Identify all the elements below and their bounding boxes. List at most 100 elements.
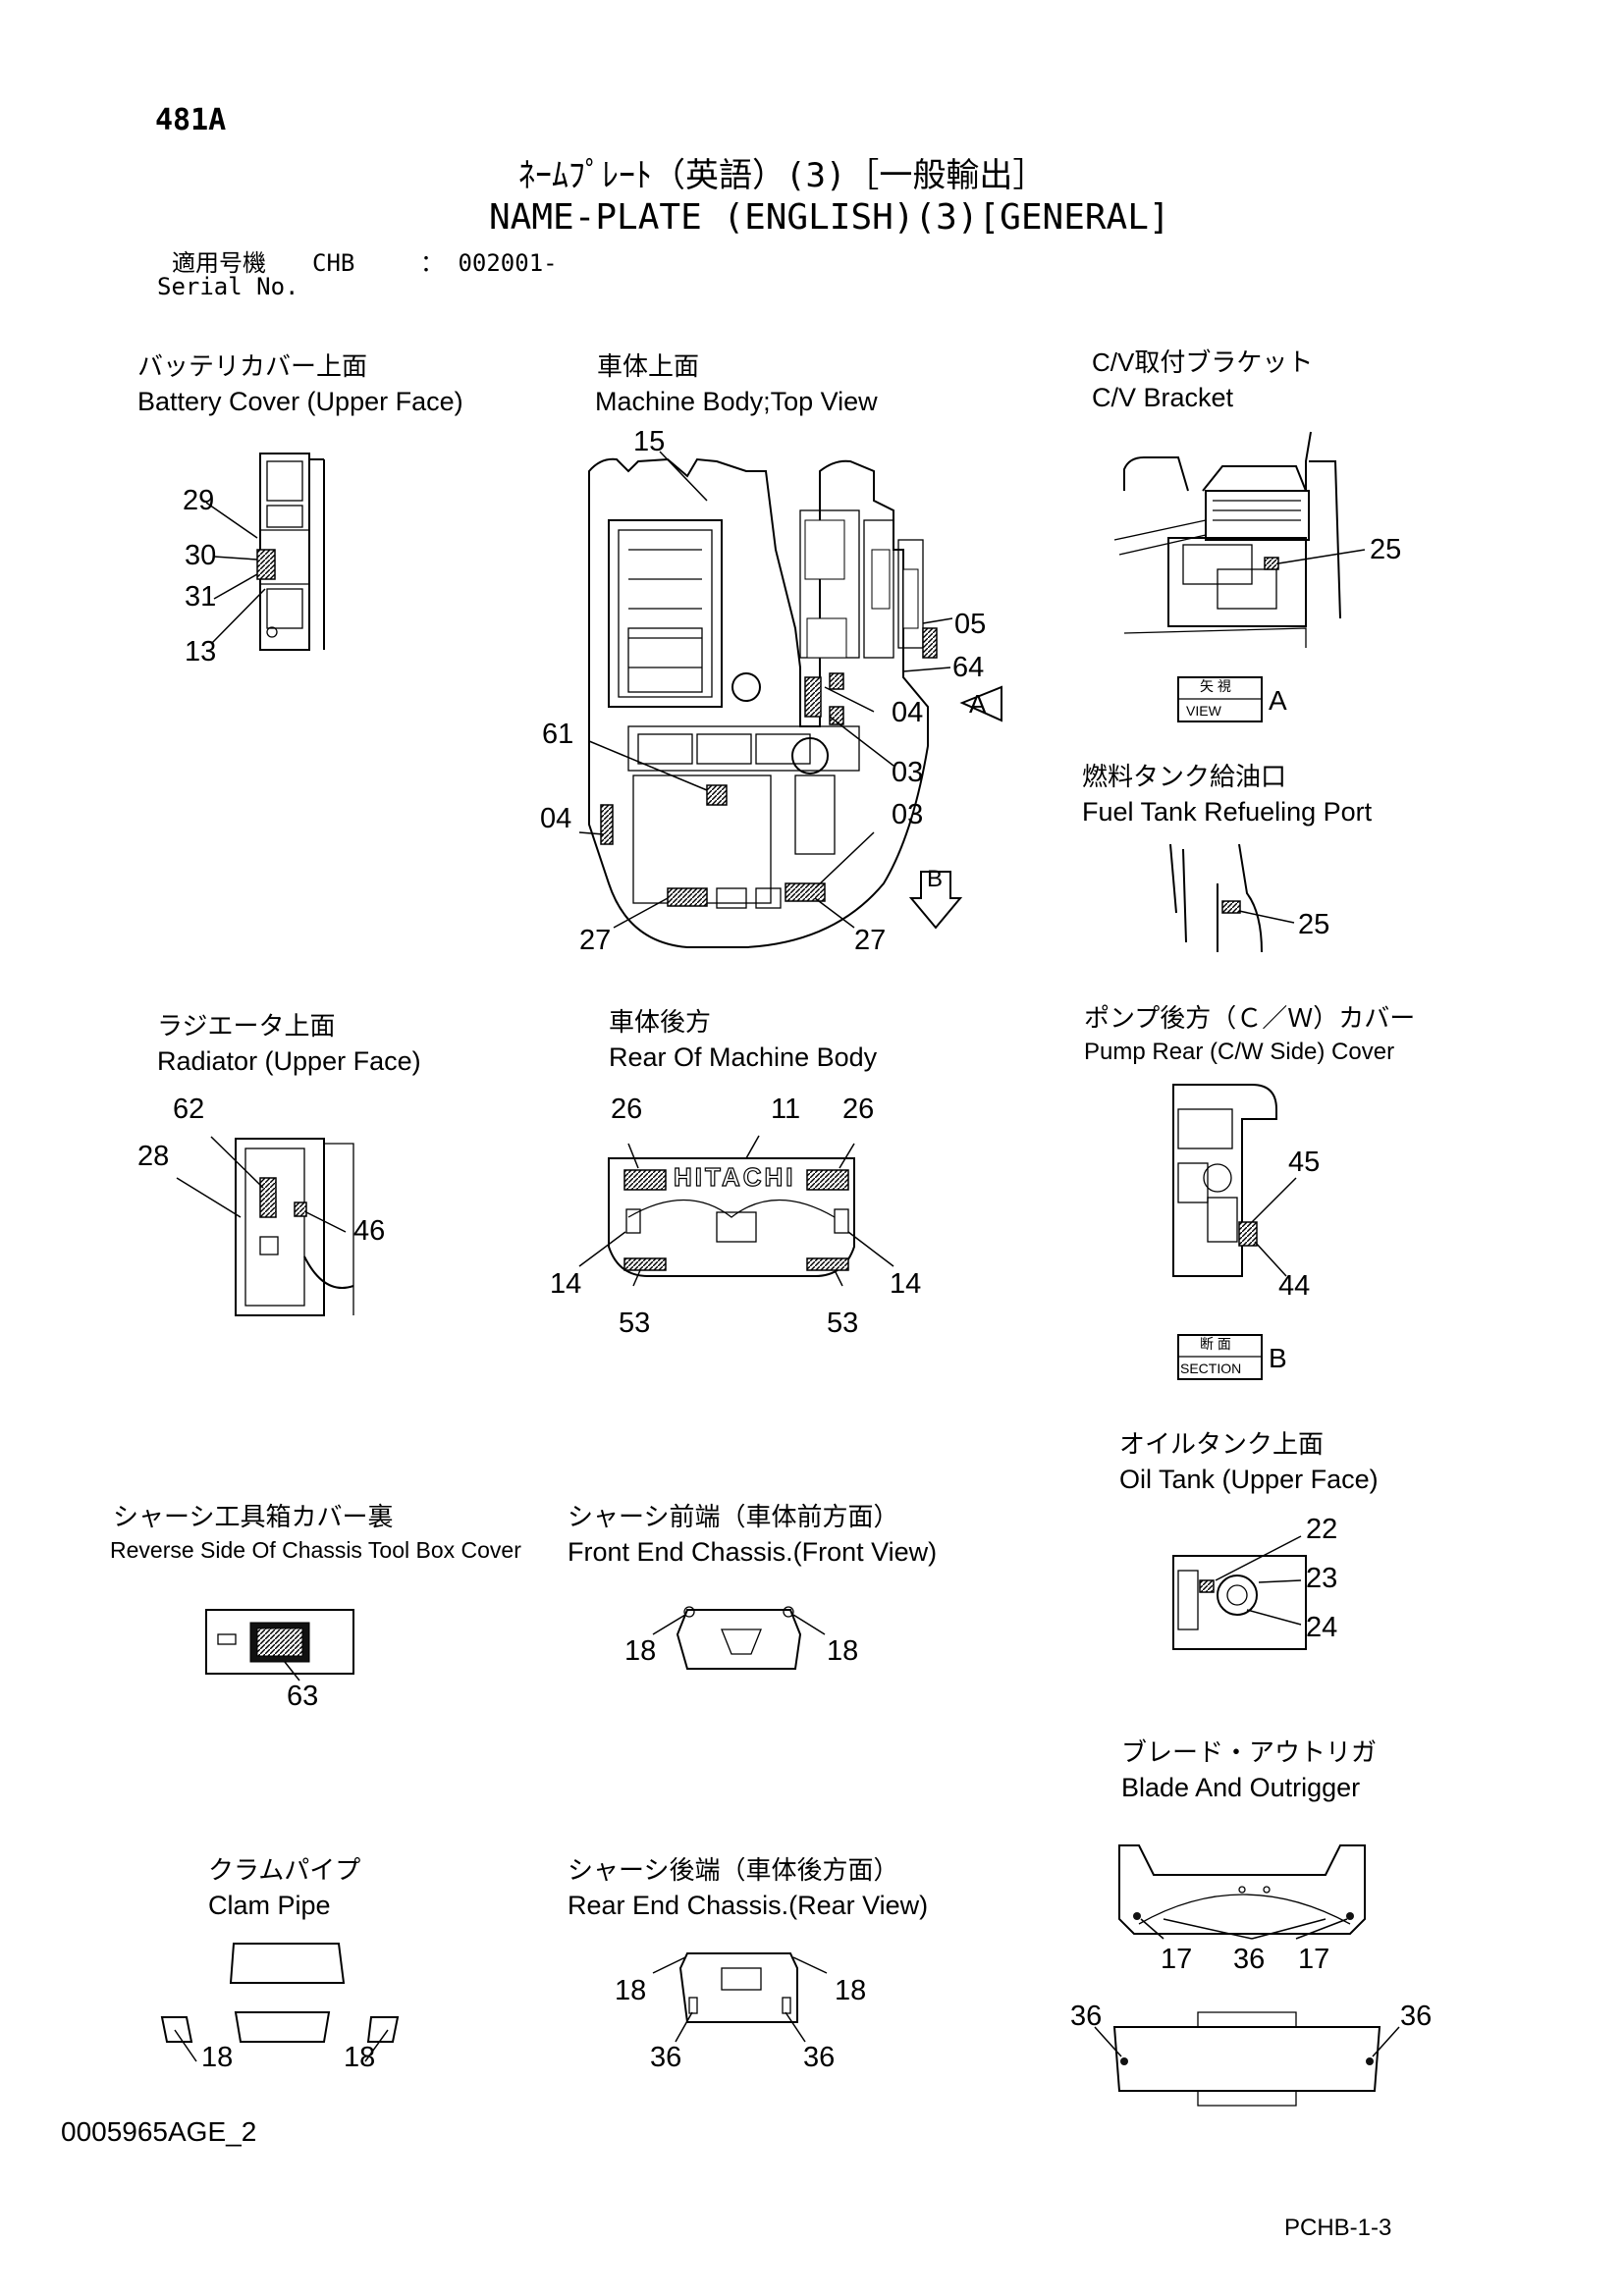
radiator-drawing — [176, 1136, 354, 1316]
cv-bracket-title-en: C/V Bracket — [1092, 383, 1234, 412]
oil-tank-drawing — [1172, 1535, 1307, 1650]
battery-cover-title-en: Battery Cover (Upper Face) — [137, 387, 463, 416]
rear-chassis-drawing — [652, 1952, 828, 2043]
rear-chassis-title-jp: シャーシ後端（車体後方面） — [568, 1855, 899, 1885]
front-chassis-title-jp: シャーシ前端（車体前方面） — [568, 1502, 899, 1531]
blade-title-en: Blade And Outrigger — [1121, 1773, 1361, 1802]
callout-17-left: 17 — [1161, 1944, 1193, 1975]
callout-27-left: 27 — [579, 925, 612, 956]
battery-cover-title-jp: バッテリカバー上面 — [137, 351, 368, 381]
rear-body-title-en: Rear Of Machine Body — [609, 1042, 878, 1072]
callout-17-right: 17 — [1298, 1944, 1330, 1975]
page-code: PCHB-1-3 — [1284, 2215, 1392, 2241]
view-tag-letter: A — [1269, 685, 1287, 716]
callout-25-cv: 25 — [1370, 534, 1402, 565]
view-marker-a: A — [969, 689, 987, 719]
callout-36-blade-center: 36 — [1233, 1944, 1266, 1975]
rear-body-title-jp: 車体後方 — [609, 1007, 712, 1037]
oil-tank-title-en: Oil Tank (Upper Face) — [1119, 1465, 1379, 1494]
clam-pipe-title-en: Clam Pipe — [208, 1891, 331, 1920]
front-chassis-drawing — [652, 1606, 826, 1670]
callout-29: 29 — [183, 485, 215, 516]
section-tag-jp: 断 面 — [1200, 1336, 1231, 1352]
callout-15: 15 — [633, 426, 666, 457]
callout-25-fuel: 25 — [1298, 909, 1330, 940]
cv-bracket-title-jp: C/V取付ブラケット — [1092, 347, 1314, 377]
serial-label-jp: 適用号機 — [172, 249, 266, 277]
machine-body-title-jp: 車体上面 — [597, 351, 700, 381]
clam-pipe-title-jp: クラムパイプ — [208, 1855, 361, 1885]
pump-rear-title-en: Pump Rear (C/W Side) Cover — [1084, 1039, 1395, 1065]
callout-14-right: 14 — [890, 1268, 922, 1300]
callout-24: 24 — [1306, 1612, 1338, 1643]
serial-range: ： 002001- — [420, 249, 558, 277]
section-marker-b: B — [927, 866, 944, 892]
callout-26-left: 26 — [611, 1094, 643, 1125]
callout-18-clam-left: 18 — [201, 2042, 234, 2073]
serial-model: CHB — [312, 249, 355, 277]
callout-36-blade-right: 36 — [1400, 2001, 1433, 2032]
page-id: 481A — [155, 103, 227, 137]
front-chassis-title-en: Front End Chassis.(Front View) — [568, 1537, 938, 1567]
callout-18-front-left: 18 — [624, 1635, 657, 1667]
rear-chassis-title-en: Rear End Chassis.(Rear View) — [568, 1891, 929, 1920]
machine-body-title-en: Machine Body;Top View — [595, 387, 878, 416]
callout-04-top: 04 — [892, 697, 924, 728]
tool-box-title-jp: シャーシ工具箱カバー裏 — [113, 1502, 394, 1531]
callout-26-right: 26 — [842, 1094, 875, 1125]
section-tag-letter: B — [1269, 1343, 1287, 1373]
oil-tank-title-jp: オイルタンク上面 — [1119, 1429, 1325, 1459]
callout-22: 22 — [1306, 1514, 1338, 1545]
callout-64: 64 — [952, 652, 985, 683]
callout-36-blade-left: 36 — [1070, 2001, 1103, 2032]
radiator-title-jp: ラジエータ上面 — [157, 1011, 336, 1041]
section-tag-en: SECTION — [1180, 1361, 1242, 1376]
callout-18-clam-right: 18 — [344, 2042, 376, 2073]
callout-53-right: 53 — [827, 1308, 859, 1339]
callout-46: 46 — [353, 1215, 386, 1247]
callout-28: 28 — [137, 1141, 170, 1172]
view-tag-en: VIEW — [1186, 703, 1221, 719]
callout-03-lower: 03 — [892, 799, 924, 830]
callout-23: 23 — [1306, 1563, 1338, 1594]
battery-cover-drawing — [205, 453, 325, 651]
pump-rear-drawing — [1172, 1084, 1297, 1380]
callout-04-lower: 04 — [540, 803, 572, 834]
callout-18-front-right: 18 — [827, 1635, 859, 1667]
machine-body-top-drawing — [578, 451, 1002, 948]
callout-30: 30 — [185, 540, 217, 571]
callout-14-left: 14 — [550, 1268, 582, 1300]
callout-53-left: 53 — [619, 1308, 651, 1339]
clam-pipe-drawing — [160, 1943, 400, 2062]
pump-rear-title-jp: ポンプ後方（Ｃ／Ｗ）カバー — [1084, 1003, 1416, 1033]
fuel-tank-title-jp: 燃料タンク給油口 — [1082, 762, 1287, 791]
fuel-tank-title-en: Fuel Tank Refueling Port — [1082, 797, 1373, 827]
callout-45: 45 — [1288, 1147, 1321, 1178]
serial-label-en: Serial No. — [157, 273, 299, 300]
tool-box-title-en: Reverse Side Of Chassis Tool Box Cover — [110, 1537, 521, 1563]
hitachi-logo: HITACHI — [673, 1162, 796, 1192]
view-tag-jp: 矢 視 — [1200, 678, 1231, 694]
blade-title-jp: ブレード・アウトリガ — [1121, 1737, 1378, 1767]
callout-36-rear-left: 36 — [650, 2042, 682, 2073]
cv-bracket-drawing — [1113, 431, 1366, 722]
blade-drawing — [1094, 1844, 1400, 2107]
callout-13: 13 — [185, 636, 217, 667]
fuel-tank-drawing — [1169, 843, 1295, 953]
radiator-title-en: Radiator (Upper Face) — [157, 1046, 421, 1076]
callout-62: 62 — [173, 1094, 205, 1125]
tool-box-drawing — [205, 1609, 354, 1682]
drawing-id: 0005965AGE_2 — [61, 2116, 257, 2147]
callout-44: 44 — [1278, 1270, 1311, 1302]
callout-27-right: 27 — [854, 925, 887, 956]
title-en: NAME-PLATE (ENGLISH)(3)[GENERAL] — [489, 197, 1170, 238]
title-jp: ﾈｰﾑﾌﾟﾚｰﾄ（英語）(3)［一般輸出］ — [518, 156, 1047, 195]
callout-31: 31 — [185, 581, 217, 613]
callout-63: 63 — [287, 1681, 319, 1712]
callout-61: 61 — [542, 719, 574, 750]
callout-11: 11 — [771, 1094, 801, 1125]
callout-36-rear-right: 36 — [803, 2042, 836, 2073]
callout-18-rear-left: 18 — [615, 1975, 647, 2006]
callout-03-top: 03 — [892, 757, 924, 788]
